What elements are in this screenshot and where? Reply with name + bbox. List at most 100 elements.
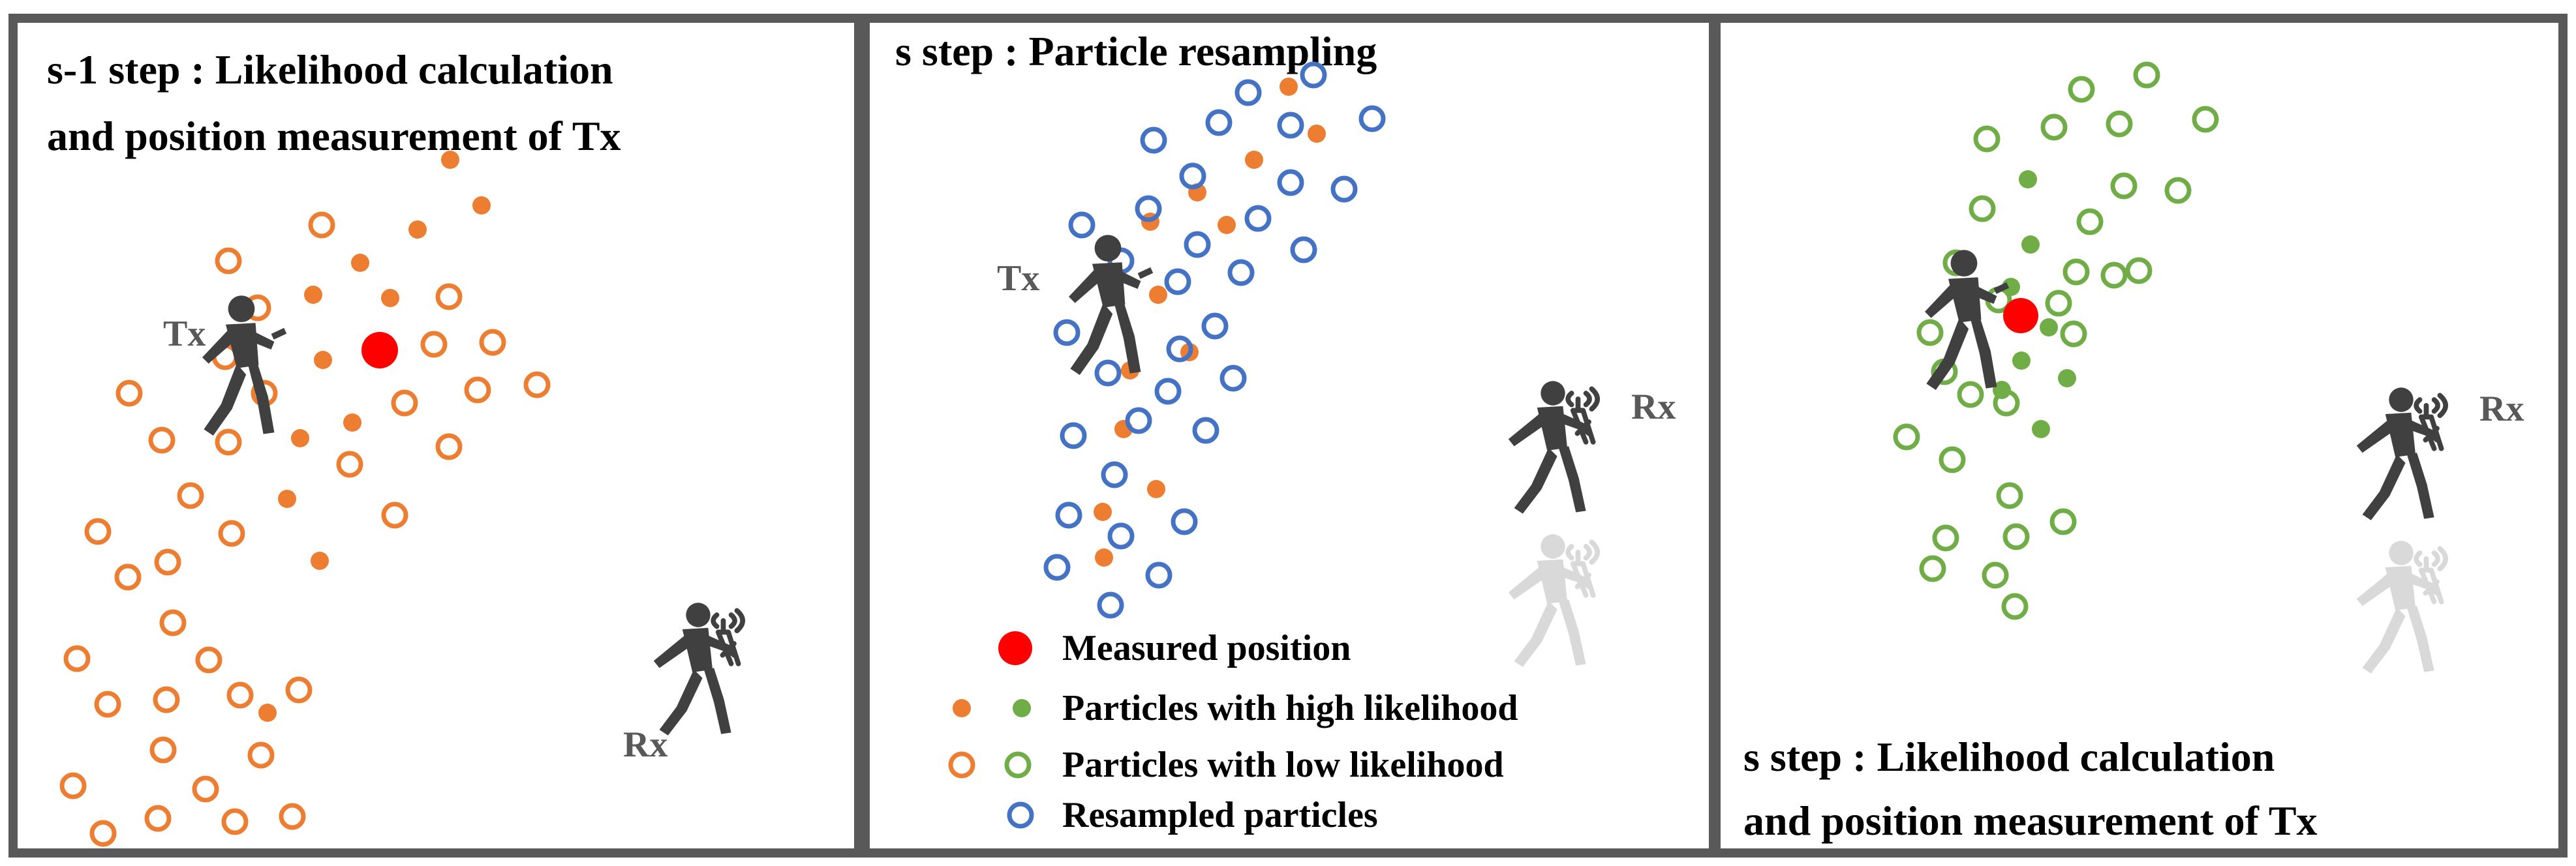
low-likelihood-particle <box>1996 482 2023 509</box>
low-likelihood-particle <box>336 451 363 478</box>
low-likelihood-particle <box>2045 290 2072 317</box>
high-likelihood-particle <box>2012 351 2031 370</box>
low-likelihood-particle <box>2040 113 2068 141</box>
high-likelihood-particle <box>441 151 459 169</box>
resampled-particle <box>1358 105 1386 132</box>
high-likelihood-particle <box>1218 216 1236 234</box>
legend-resampled-marker <box>1007 801 1034 829</box>
low-likelihood-particle <box>479 329 506 356</box>
resampled-particle <box>1184 231 1211 258</box>
low-likelihood-particle <box>1932 524 1959 552</box>
low-likelihood-particle <box>1919 555 1946 582</box>
low-likelihood-particle <box>2100 261 2128 289</box>
low-likelihood-particle <box>149 736 177 764</box>
faded-walking-person-antenna-icon <box>1508 534 1601 667</box>
resampled-particle <box>1101 461 1128 488</box>
resampled-particle <box>1201 312 1229 340</box>
walking-person-phone-icon <box>1925 250 2010 390</box>
high-likelihood-particle <box>1149 286 1167 304</box>
high-likelihood-particle <box>304 286 322 304</box>
resampled-particle <box>1135 195 1162 222</box>
legend-high-orange-marker <box>953 699 971 717</box>
resampled-particle <box>1107 522 1135 550</box>
resampled-particle <box>1227 259 1255 286</box>
panel-3-rx-label: Rx <box>2479 389 2524 429</box>
low-likelihood-particle <box>148 426 176 454</box>
panel-3-particles <box>1893 61 2219 620</box>
resampled-particle <box>1244 205 1272 232</box>
low-likelihood-particle <box>177 482 204 509</box>
low-likelihood-particle <box>420 331 448 358</box>
resampled-particle <box>1060 422 1087 449</box>
panel-2-tx-label: Tx <box>997 258 1039 299</box>
low-likelihood-particle <box>221 808 249 835</box>
legend-high-label: Particles with high likelihood <box>1062 688 1518 728</box>
low-likelihood-particle <box>2125 257 2153 284</box>
low-likelihood-particle <box>192 775 219 803</box>
panel-3-title-line-1: s step : Likelihood calculation <box>1743 734 2275 780</box>
panel-3-measured-position <box>2003 298 2038 333</box>
high-likelihood-particle <box>408 220 427 239</box>
low-likelihood-particle <box>523 371 551 398</box>
low-likelihood-particle <box>1969 195 1996 222</box>
resampled-particle <box>1125 407 1152 434</box>
low-likelihood-particle <box>2076 208 2104 235</box>
high-likelihood-particle <box>2021 235 2040 254</box>
high-likelihood-particle <box>1094 503 1112 521</box>
resampled-particle <box>1234 79 1262 106</box>
resampled-particle <box>1192 417 1219 444</box>
low-likelihood-particle <box>1916 319 1944 346</box>
panel-s-resampling: s step : Particle resampling Tx Rx Measu… <box>861 14 1718 858</box>
high-likelihood-particle <box>314 351 332 369</box>
low-likelihood-particle <box>114 563 142 591</box>
low-likelihood-particle <box>1982 561 2009 589</box>
low-likelihood-particle <box>435 433 463 460</box>
resampled-particle <box>1277 112 1304 139</box>
low-likelihood-particle <box>2060 320 2087 348</box>
low-likelihood-particle <box>2062 258 2090 286</box>
low-likelihood-particle <box>226 681 254 709</box>
resampled-particle <box>1290 236 1317 263</box>
high-likelihood-particle <box>472 196 491 215</box>
panel-3-title-line-2: and position measurement of Tx <box>1743 798 2318 844</box>
resampled-particle <box>1277 169 1304 196</box>
low-likelihood-particle <box>1893 423 1920 451</box>
resampled-particle <box>1179 162 1206 190</box>
panel-s-likelihood: Rx s step : Likelihood calculation and p… <box>1711 14 2568 858</box>
panel-2-title: s step : Particle resampling <box>895 28 1377 74</box>
low-likelihood-particle <box>1973 125 2001 153</box>
high-likelihood-particle <box>2058 369 2076 387</box>
low-likelihood-particle <box>89 820 117 847</box>
low-likelihood-particle <box>285 676 313 704</box>
low-likelihood-particle <box>2133 61 2160 89</box>
high-likelihood-particle <box>343 413 361 432</box>
legend-measured-marker <box>998 631 1032 665</box>
high-likelihood-particle <box>311 552 329 570</box>
panel-s-minus-1: s-1 step : Likelihood calculation and po… <box>8 14 863 858</box>
high-likelihood-particle <box>278 490 296 508</box>
low-likelihood-particle <box>215 428 242 456</box>
high-likelihood-particle <box>1147 480 1165 498</box>
walking-person-phone-icon <box>1069 235 1154 375</box>
low-likelihood-particle <box>391 389 418 417</box>
low-likelihood-particle <box>1939 446 1966 473</box>
panel-2-rx-label: Rx <box>1631 387 1676 427</box>
resampled-particle <box>1145 561 1173 589</box>
low-likelihood-particle <box>2106 110 2133 138</box>
legend: Measured position Particles with high li… <box>948 628 1518 835</box>
low-likelihood-particle <box>2002 523 2030 550</box>
walking-person-antenna-icon <box>2356 387 2449 520</box>
resampled-particle <box>1055 501 1082 529</box>
low-likelihood-particle <box>115 380 143 407</box>
low-likelihood-particle <box>1993 389 2020 417</box>
legend-resampled-label: Resampled particles <box>1062 795 1378 835</box>
resampled-particle <box>1068 211 1096 239</box>
walking-person-phone-icon <box>202 295 287 436</box>
high-likelihood-particle <box>1245 151 1263 169</box>
high-likelihood-particle <box>1280 78 1298 96</box>
panel-3-frame <box>1711 14 2568 858</box>
low-likelihood-particle <box>381 501 408 529</box>
resampled-particle <box>1166 335 1193 363</box>
low-likelihood-particle <box>153 686 180 713</box>
panel-1-title-line-2: and position measurement of Tx <box>47 113 621 159</box>
